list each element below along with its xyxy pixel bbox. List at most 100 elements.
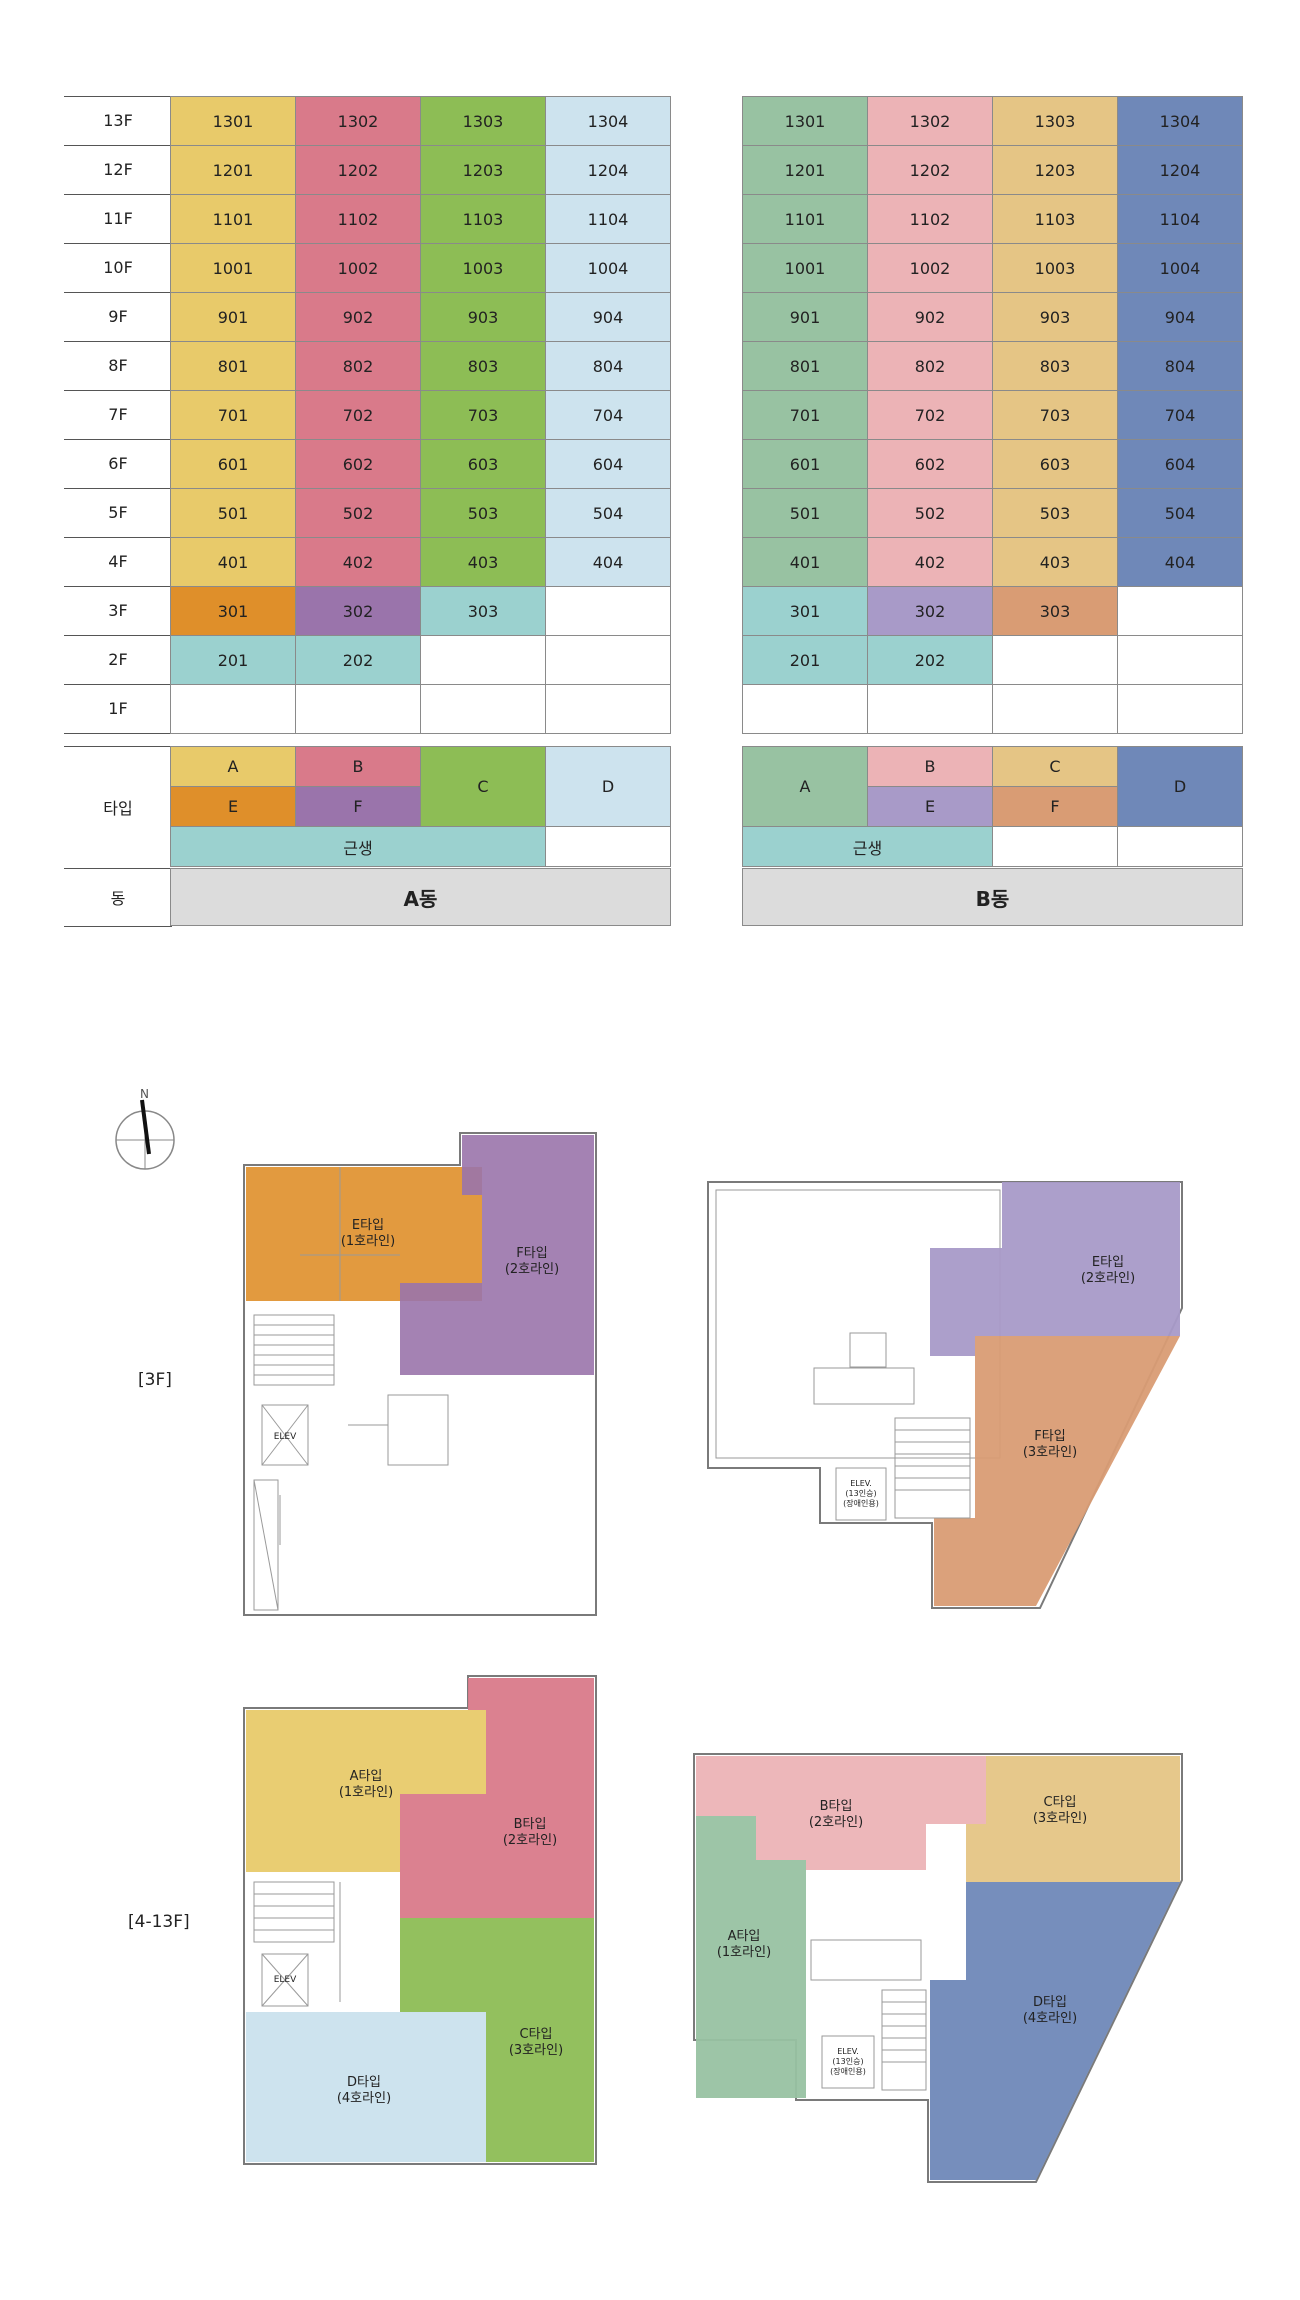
legend-cell	[545, 826, 671, 867]
floor-plan-a-3f: E타입 (1호라인) F타입 (2호라인) ELEV	[243, 1132, 597, 1616]
unit-cell: 1204	[545, 145, 671, 195]
floor-separator	[64, 341, 172, 342]
legend-cell: C	[420, 746, 546, 827]
floor-plan-a-4-13f: A타입 (1호라인) B타입 (2호라인) C타입 (3호라인) D타입 (4호…	[243, 1675, 597, 2165]
unit-cell: 1004	[545, 243, 671, 293]
plan-a-4-13f-b-label: B타입	[514, 1817, 547, 1832]
legend-cell	[992, 826, 1118, 867]
plan-b-4-13f-a-line: (1호라인)	[717, 1945, 771, 1960]
plan-a-4-13f-d-line: (4호라인)	[337, 2091, 391, 2106]
unit-cell: 1001	[170, 243, 296, 293]
legend-cell: A	[742, 746, 868, 827]
unit-cell: 401	[170, 537, 296, 587]
plan-b-3f-e-label: E타입	[1092, 1255, 1124, 1270]
legend-cell: E	[867, 786, 993, 827]
empty-cell	[1117, 684, 1243, 734]
plan-b-4-13f-b-line: (2호라인)	[809, 1815, 863, 1830]
unit-cell: 1203	[420, 145, 546, 195]
building-row-label: 동	[110, 889, 126, 908]
legend-cell: F	[992, 786, 1118, 827]
building-name: B동	[742, 868, 1243, 926]
unit-cell: 1202	[867, 145, 993, 195]
building-name: A동	[170, 868, 671, 926]
unit-cell: 604	[1117, 439, 1243, 489]
plan-a-3f-e-line: (1호라인)	[341, 1234, 395, 1249]
unit-cell: 801	[170, 341, 296, 391]
row-separator	[64, 926, 172, 927]
unit-cell: 803	[420, 341, 546, 391]
unit-cell: 1103	[420, 194, 546, 244]
unit-cell: 1102	[867, 194, 993, 244]
unit-cell: 1104	[545, 194, 671, 244]
unit-cell: 602	[295, 439, 421, 489]
unit-cell: 302	[295, 586, 421, 636]
unit-cell: 802	[867, 341, 993, 391]
legend-cell: C	[992, 746, 1118, 787]
unit-cell: 1104	[1117, 194, 1243, 244]
zone-b-c-type	[966, 1756, 1180, 1882]
unit-cell: 503	[420, 488, 546, 538]
unit-cell: 502	[867, 488, 993, 538]
plan-b-4-13f-d-line: (4호라인)	[1023, 2011, 1077, 2026]
floor-label: 6F	[108, 454, 128, 473]
unit-cell: 1102	[295, 194, 421, 244]
unit-cell: 504	[545, 488, 671, 538]
unit-cell: 701	[170, 390, 296, 440]
plan-a-3f-f-line: (2호라인)	[505, 1262, 559, 1277]
unit-cell: 804	[545, 341, 671, 391]
unit-cell: 1101	[170, 194, 296, 244]
unit-cell: 403	[992, 537, 1118, 587]
plan-b-4-13f-elev: ELEV.	[837, 2047, 859, 2056]
unit-cell: 402	[295, 537, 421, 587]
plan-a-4-13f-c-line: (3호라인)	[509, 2043, 563, 2058]
floor-separator	[64, 243, 172, 244]
row-separator	[64, 746, 172, 747]
empty-cell	[170, 684, 296, 734]
row-separator	[64, 868, 172, 869]
zone-a-d-type	[246, 2012, 486, 2162]
floor-label: 2F	[108, 650, 128, 669]
unit-cell: 404	[545, 537, 671, 587]
unit-cell: 502	[295, 488, 421, 538]
unit-cell: 303	[420, 586, 546, 636]
plan-label-4-13f: [4-13F]	[128, 1912, 190, 1932]
plan-a-4-13f-elev: ELEV	[274, 1975, 297, 1985]
floor-label: 10F	[103, 258, 133, 277]
unit-cell: 601	[170, 439, 296, 489]
unit-cell: 802	[295, 341, 421, 391]
plan-a-4-13f-c-label: C타입	[520, 2027, 553, 2042]
floor-label: 4F	[108, 552, 128, 571]
legend-cell: B	[867, 746, 993, 787]
unit-cell: 904	[545, 292, 671, 342]
unit-cell: 503	[992, 488, 1118, 538]
floor-separator	[64, 292, 172, 293]
floor-separator	[64, 145, 172, 146]
unit-cell: 402	[867, 537, 993, 587]
plan-a-3f-elev: ELEV	[274, 1432, 297, 1442]
floor-plan-b-3f: E타입 (2호라인) F타입 (3호라인) ELEV. (13인승) (장애인용…	[707, 1181, 1183, 1609]
unit-cell: 1201	[170, 145, 296, 195]
unit-cell: 1304	[545, 96, 671, 146]
compass-north-label: N	[140, 1087, 149, 1101]
floor-separator	[64, 586, 172, 587]
empty-cell	[545, 684, 671, 734]
unit-cell: 1203	[992, 145, 1118, 195]
unit-cell: 1301	[742, 96, 868, 146]
empty-cell	[545, 586, 671, 636]
legend-cell: D	[1117, 746, 1243, 827]
plan-b-4-13f-elev-cap: (13인승)	[832, 2056, 863, 2066]
unit-cell: 601	[742, 439, 868, 489]
legend-cell: B	[295, 746, 421, 787]
unit-cell: 902	[295, 292, 421, 342]
plan-label-3f: [3F]	[138, 1370, 172, 1390]
unit-cell: 301	[742, 586, 868, 636]
unit-cell: 602	[867, 439, 993, 489]
unit-cell: 1301	[170, 96, 296, 146]
zone-a-c-type	[400, 1918, 594, 2162]
unit-cell: 903	[420, 292, 546, 342]
zone-b-b-type	[696, 1756, 986, 1870]
empty-cell	[420, 635, 546, 685]
legend-cell: 근생	[742, 826, 993, 867]
unit-cell: 404	[1117, 537, 1243, 587]
unit-cell: 201	[170, 635, 296, 685]
